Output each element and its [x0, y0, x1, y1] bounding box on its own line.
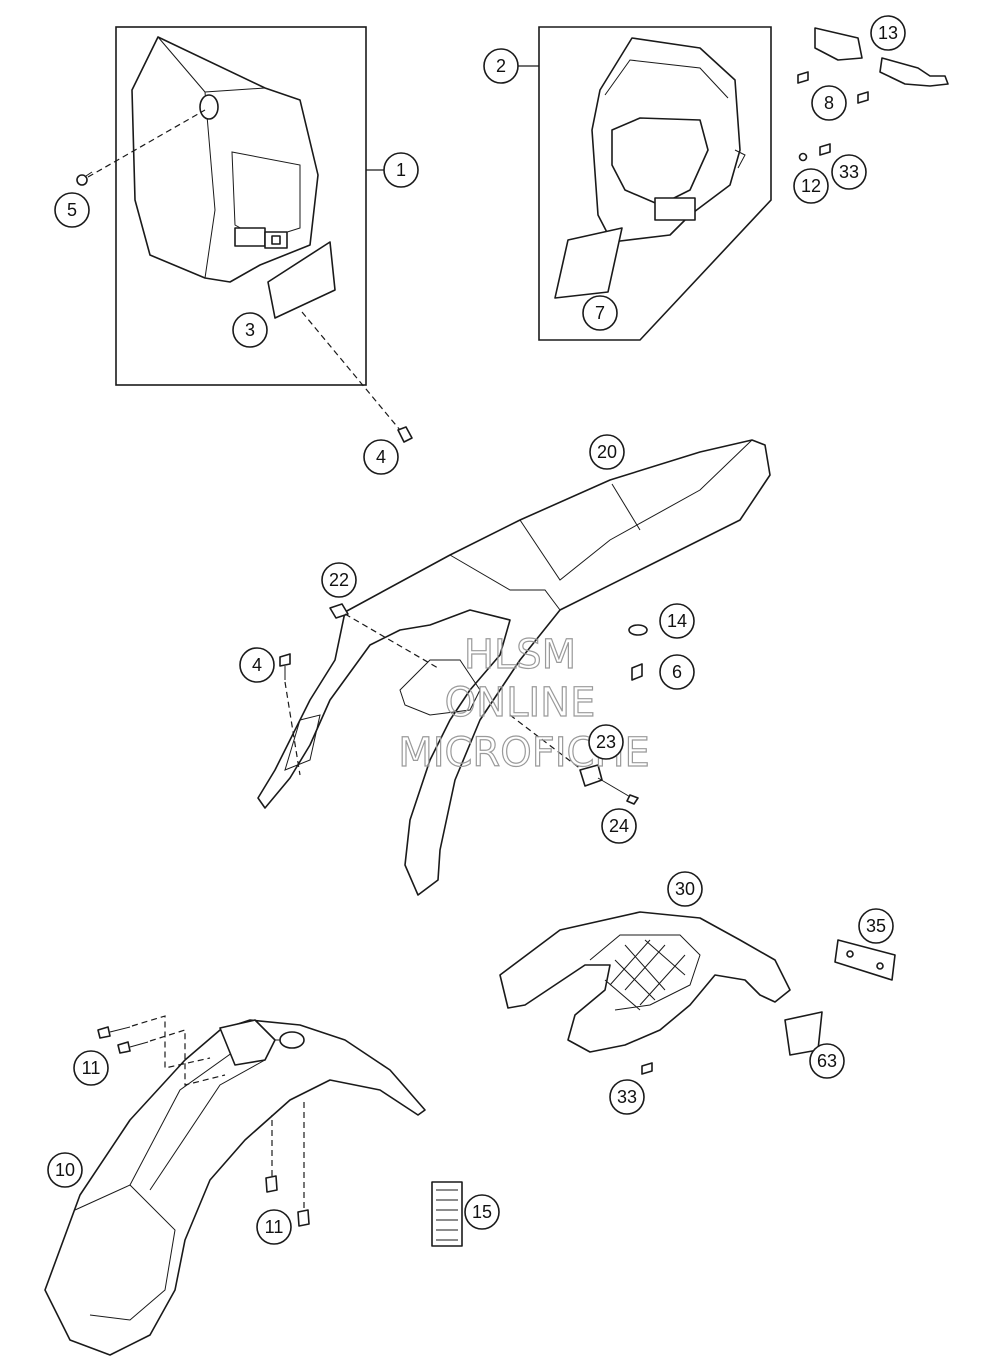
callout-33-bottom[interactable]: 33	[609, 1079, 645, 1115]
svg-text:10: 10	[55, 1160, 75, 1180]
callout-23[interactable]: 23	[588, 724, 624, 760]
svg-text:33: 33	[839, 162, 859, 182]
svg-text:13: 13	[878, 23, 898, 43]
callout-8[interactable]: 8	[811, 85, 847, 121]
callout-3[interactable]: 3	[232, 312, 268, 348]
svg-text:4: 4	[252, 655, 262, 675]
callout-4-mid[interactable]: 4	[239, 647, 275, 683]
callout-7[interactable]: 7	[582, 295, 618, 331]
callout-15[interactable]: 15	[464, 1194, 500, 1230]
callout-35[interactable]: 35	[858, 908, 894, 944]
svg-text:7: 7	[595, 303, 605, 323]
screw-part-8[interactable]	[797, 71, 869, 104]
svg-text:2: 2	[496, 56, 506, 76]
callout-2[interactable]: 2	[483, 48, 519, 84]
svg-text:33: 33	[617, 1087, 637, 1107]
screw-part-5[interactable]	[76, 171, 93, 186]
grommet-part-14[interactable]	[628, 624, 648, 636]
kit-frame-1	[115, 26, 367, 386]
front-fender-part-10[interactable]	[44, 1019, 426, 1356]
svg-text:12: 12	[801, 176, 821, 196]
callout-10[interactable]: 10	[47, 1152, 83, 1188]
kit-frame-2	[538, 26, 772, 341]
callout-22[interactable]: 22	[321, 562, 357, 598]
svg-text:14: 14	[667, 611, 687, 631]
watermark-line-2: ONLINE	[445, 680, 596, 726]
svg-text:8: 8	[824, 93, 834, 113]
watermark-line-1: HLSM	[464, 632, 576, 678]
svg-text:23: 23	[596, 732, 616, 752]
reflector-part-15[interactable]	[431, 1181, 463, 1247]
bolt-part-24[interactable]	[597, 777, 639, 805]
number-plate-part-30[interactable]	[499, 911, 791, 1053]
svg-text:4: 4	[376, 447, 386, 467]
screw-part-33-top[interactable]	[819, 143, 831, 156]
callout-4-top[interactable]: 4	[363, 439, 399, 475]
sticker-part-7[interactable]	[554, 227, 623, 299]
svg-text:35: 35	[866, 916, 886, 936]
nut-part-22[interactable]	[329, 603, 349, 619]
callout-6[interactable]: 6	[659, 654, 695, 690]
bolt-part-4-top[interactable]	[397, 426, 413, 443]
callout-13[interactable]: 13	[870, 15, 906, 51]
rear-fender-part-20[interactable]	[257, 439, 771, 896]
svg-text:30: 30	[675, 879, 695, 899]
headlight-mask-part-2[interactable]	[591, 37, 746, 243]
clip-part-12[interactable]	[798, 152, 808, 162]
sticker-part-3[interactable]	[267, 241, 336, 319]
reflector-holder-part-35[interactable]	[834, 939, 896, 981]
screw-part-33-bottom[interactable]	[641, 1062, 653, 1075]
callout-20[interactable]: 20	[589, 434, 625, 470]
svg-text:11: 11	[265, 1217, 284, 1237]
bolt-part-4-mid[interactable]	[279, 653, 291, 680]
svg-text:24: 24	[609, 816, 629, 836]
svg-text:63: 63	[817, 1051, 837, 1071]
callout-11-top[interactable]: 11	[73, 1050, 109, 1086]
svg-text:3: 3	[245, 320, 255, 340]
callout-30[interactable]: 30	[667, 871, 703, 907]
callout-24[interactable]: 24	[601, 808, 637, 844]
callout-5[interactable]: 5	[54, 192, 90, 228]
screw-part-6[interactable]	[631, 663, 643, 681]
svg-text:1: 1	[396, 160, 406, 180]
svg-text:11: 11	[82, 1058, 101, 1078]
callout-11-bottom[interactable]: 11	[256, 1209, 292, 1245]
svg-text:15: 15	[472, 1202, 492, 1222]
callout-14[interactable]: 14	[659, 603, 695, 639]
bolt-part-11-top[interactable]	[97, 1026, 149, 1054]
svg-text:5: 5	[67, 200, 77, 220]
svg-text:22: 22	[329, 570, 349, 590]
callout-63[interactable]: 63	[809, 1043, 845, 1079]
watermark: HLSM ONLINE MICROFICHE	[398, 631, 651, 776]
callout-12[interactable]: 12	[793, 168, 829, 204]
callout-1[interactable]: 1	[383, 152, 419, 188]
callout-33-top[interactable]: 33	[831, 154, 867, 190]
headlight-mask-part[interactable]	[131, 36, 319, 283]
clamp-part-13[interactable]	[814, 27, 949, 87]
svg-text:20: 20	[597, 442, 617, 462]
bolt-part-11-bottom[interactable]	[265, 1175, 310, 1227]
svg-text:6: 6	[672, 662, 682, 682]
